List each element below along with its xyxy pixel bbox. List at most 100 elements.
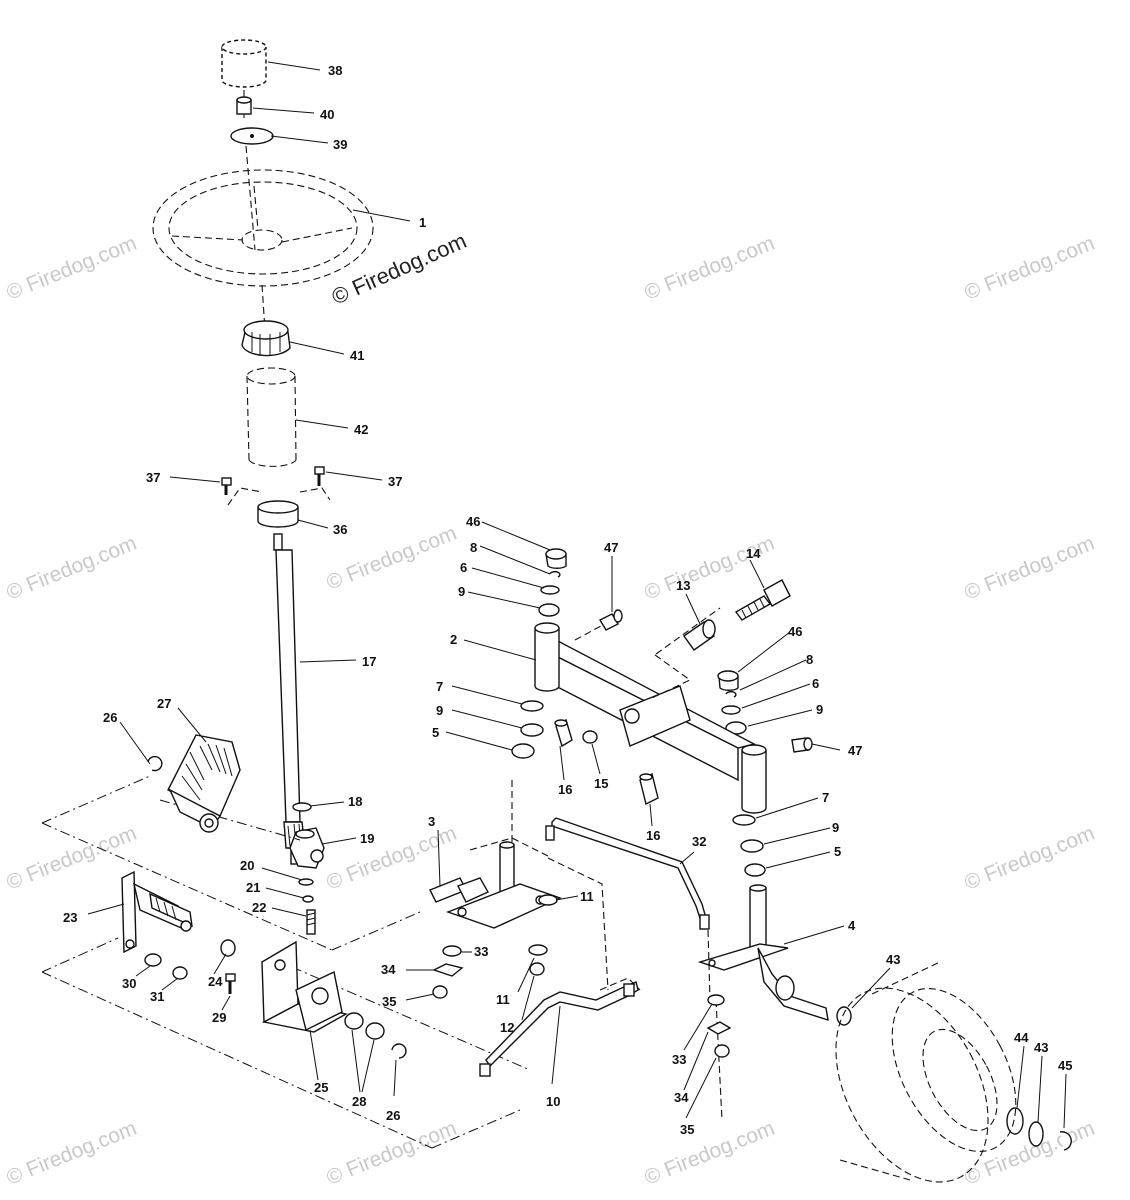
part-9-washer — [520, 723, 544, 737]
callout-10: 10 — [546, 1094, 560, 1109]
dashed-axis — [655, 607, 721, 655]
part-25-bracket — [261, 940, 348, 1033]
callout-25: 25 — [314, 1080, 328, 1095]
part-37-bolt-left — [221, 477, 232, 495]
part-16-bushing — [639, 772, 659, 806]
callout-8-right: 8 — [806, 652, 813, 667]
part-41-hub — [241, 320, 291, 357]
watermark-text: © Firedog.com — [323, 1117, 460, 1190]
part-18-washer — [292, 802, 312, 812]
callout-24: 24 — [208, 974, 223, 989]
part-31-washer — [172, 966, 188, 980]
part-19-housing — [289, 827, 325, 869]
part-3-spindle — [429, 841, 562, 929]
callout-47-right: 47 — [848, 743, 862, 758]
part-29-bolt — [225, 973, 236, 994]
callout-33-right: 33 — [672, 1052, 686, 1067]
callout-7-right: 7 — [822, 790, 829, 805]
part-26-clip — [391, 1043, 407, 1059]
dashed-outline — [547, 857, 641, 991]
part-15-washer — [582, 730, 598, 744]
part-8-clip — [549, 570, 561, 578]
gear-assembly-group — [41, 734, 531, 1149]
callout-labels: 38 40 39 1 41 42 37 37 36 17 26 27 18 19… — [63, 63, 1072, 1137]
callout-44: 44 — [1014, 1030, 1029, 1045]
callout-8-left: 8 — [470, 540, 477, 555]
watermark-text: © Firedog.com — [3, 232, 140, 305]
part-28-washer — [365, 1022, 385, 1040]
part-26-clip — [147, 755, 163, 772]
part-9-washer — [538, 603, 560, 617]
front-axle-group — [429, 548, 1072, 1183]
callout-36: 36 — [333, 522, 347, 537]
callout-43-top: 43 — [886, 952, 900, 967]
part-13-spacer — [683, 619, 716, 651]
part-43-washer — [1028, 1121, 1044, 1147]
part-6-washer — [721, 705, 741, 715]
callout-23: 23 — [63, 910, 77, 925]
callout-26-bottom: 26 — [386, 1108, 400, 1123]
part-1-steering-wheel — [152, 169, 374, 287]
watermark-text: © Firedog.com — [641, 1117, 778, 1190]
watermark-text: © Firedog.com — [641, 232, 778, 305]
axis-line — [245, 145, 256, 251]
part-34-nut — [706, 1021, 732, 1035]
part-9-washer — [740, 839, 764, 853]
callout-41: 41 — [350, 348, 364, 363]
callout-38: 38 — [328, 63, 342, 78]
callout-16-left: 16 — [558, 782, 572, 797]
callout-15: 15 — [594, 776, 608, 791]
part-24-washer — [220, 939, 236, 957]
callout-39: 39 — [333, 137, 347, 152]
callout-11-lower: 11 — [496, 992, 510, 1007]
callout-33-left: 33 — [474, 944, 488, 959]
callout-35-left: 35 — [382, 994, 396, 1009]
watermark-text: © Firedog.com — [3, 822, 140, 895]
part-16-bushing — [554, 718, 573, 748]
part-23-pivot-shaft — [121, 870, 193, 954]
part-21-washer — [302, 895, 314, 903]
callout-34-right: 34 — [674, 1090, 689, 1105]
part-20-washer — [298, 878, 314, 886]
callout-9-right: 9 — [832, 820, 839, 835]
part-47-grease-fitting — [791, 737, 813, 753]
part-28-washer — [344, 1012, 364, 1030]
part-4-spindle — [697, 884, 829, 1022]
callout-11-right: 11 — [580, 889, 594, 904]
callout-27: 27 — [157, 696, 171, 711]
callout-3: 3 — [428, 814, 435, 829]
part-38-cap — [221, 39, 267, 88]
washer-hole — [250, 134, 254, 138]
part-35-nut — [432, 985, 448, 999]
callout-40: 40 — [320, 107, 334, 122]
callout-16-right: 16 — [646, 828, 660, 843]
part-42-sleeve — [246, 367, 297, 467]
part-36-bushing — [257, 500, 299, 528]
part-46-cap — [717, 670, 739, 691]
callout-5-left: 5 — [432, 725, 439, 740]
part-27-sector-gear — [167, 734, 241, 833]
part-45-clip — [1059, 1131, 1072, 1151]
callout-7-left: 7 — [436, 679, 443, 694]
watermark-text: © Firedog.com — [3, 532, 140, 605]
watermark-text: © Firedog.com — [3, 1117, 140, 1190]
part-7-washer — [520, 700, 544, 712]
callout-29: 29 — [212, 1010, 226, 1025]
watermark-text: © Firedog.com — [961, 532, 1098, 605]
part-40-nut — [236, 96, 252, 115]
part-2-axle-beam — [534, 622, 767, 814]
callout-47-left: 47 — [604, 540, 618, 555]
callout-43-bottom: 43 — [1034, 1040, 1048, 1055]
part-5-washer — [511, 743, 535, 759]
callout-12: 12 — [500, 1020, 514, 1035]
callout-46-left: 46 — [466, 514, 480, 529]
callout-20: 20 — [240, 858, 254, 873]
callout-42: 42 — [354, 422, 368, 437]
callout-5-right: 5 — [834, 844, 841, 859]
dashdot-outline — [41, 937, 531, 1149]
part-7-washer — [732, 814, 756, 826]
callout-17: 17 — [362, 654, 376, 669]
callout-30: 30 — [122, 976, 136, 991]
steering-column-group — [152, 39, 374, 935]
